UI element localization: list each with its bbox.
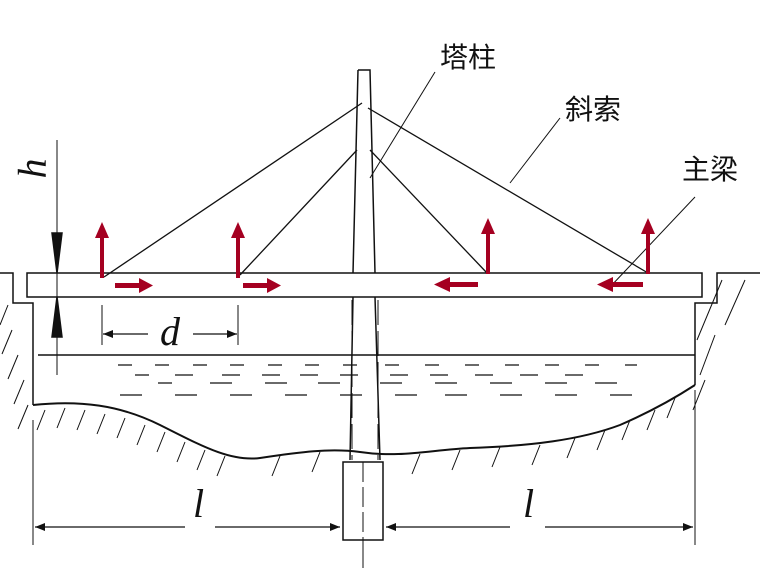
- left-abutment: [0, 272, 34, 405]
- horizontal-force-arrow: [434, 277, 478, 292]
- vertical-force-arrow: [231, 222, 245, 278]
- h-arrow-up: [51, 296, 63, 338]
- horizontal-force-arrow: [597, 277, 643, 292]
- horizontal-force-arrow: [115, 278, 153, 293]
- right-abutment: [694, 272, 760, 385]
- dimension-l-left: l: [193, 481, 205, 526]
- cable-leader: [509, 117, 561, 184]
- dimension-l-right: l: [523, 481, 535, 526]
- tower-hidden-lines: [351, 300, 379, 460]
- ground-hatching: [0, 279, 746, 477]
- tower: [349, 69, 381, 461]
- tower-leader: [369, 71, 436, 179]
- dimension-h: h: [9, 158, 55, 179]
- dimension-d: d: [160, 309, 180, 354]
- label-cable: 斜索: [565, 93, 622, 126]
- vertical-force-arrow: [95, 222, 109, 278]
- force-arrows: [95, 218, 655, 293]
- girder-leader: [609, 196, 696, 288]
- vertical-force-arrow: [481, 218, 495, 274]
- horizontal-force-arrow: [243, 278, 281, 293]
- h-arrow-down: [51, 232, 63, 274]
- label-tower: 塔柱: [440, 41, 497, 74]
- vertical-force-arrow: [641, 218, 655, 274]
- riverbed: [32, 384, 696, 460]
- label-girder: 主梁: [682, 153, 739, 186]
- stay-cables: [103, 102, 649, 278]
